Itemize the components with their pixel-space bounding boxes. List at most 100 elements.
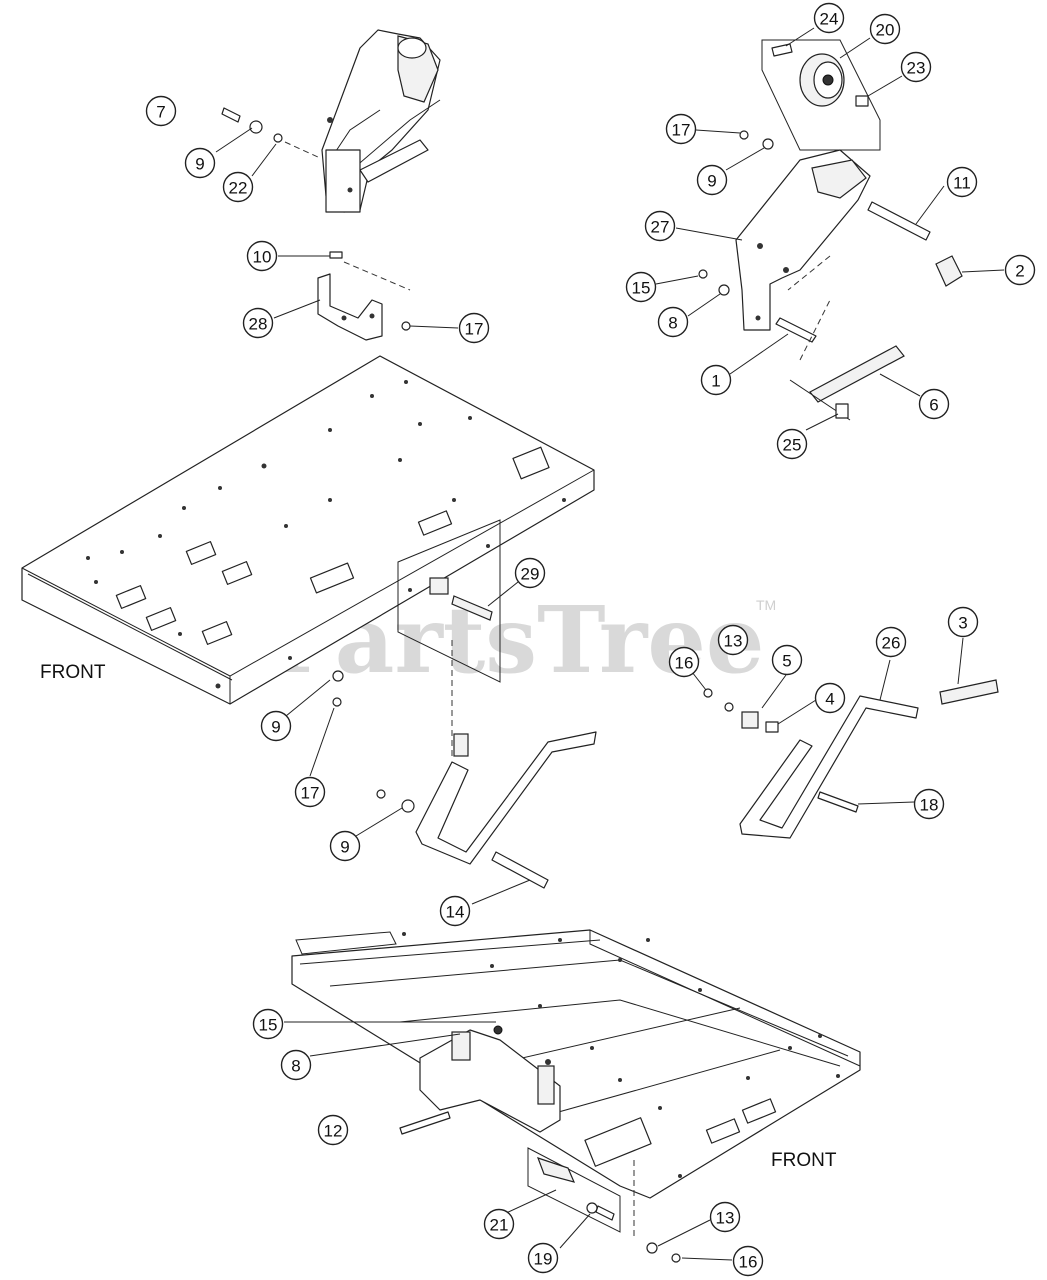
callout-2: 2: [1004, 254, 1036, 286]
callout-circle: [947, 606, 979, 638]
callout-circle: [696, 164, 728, 196]
callout-number: 1: [711, 372, 720, 391]
callout-9: 9: [184, 147, 216, 179]
callout-circle: [732, 1245, 764, 1277]
callout-23: 23: [900, 51, 932, 83]
callout-number: 23: [907, 59, 926, 78]
latch-mechanism-12: [399, 1025, 561, 1135]
callout-number: 12: [324, 1122, 343, 1141]
watermark-trademark: TM: [756, 597, 776, 613]
callout-number: 18: [920, 796, 939, 815]
callout-number: 6: [929, 396, 938, 415]
front-label-lower: FRONT: [771, 1150, 837, 1171]
callout-number: 13: [724, 632, 743, 651]
callout-17: 17: [294, 776, 326, 808]
seat-pan-upper: [21, 355, 595, 705]
callout-number: 28: [249, 315, 268, 334]
callout-20: 20: [869, 13, 901, 45]
callout-13: 13: [709, 1201, 741, 1233]
callout-8: 8: [657, 306, 689, 338]
callout-number: 9: [340, 838, 349, 857]
spring-6: [789, 345, 905, 421]
callout-26: 26: [875, 626, 907, 658]
seat-frame-lower: [291, 929, 861, 1199]
callout-24: 24: [813, 2, 845, 34]
callout-circle: [700, 364, 732, 396]
callout-4: 4: [814, 682, 846, 714]
lever-crank-14: [376, 731, 597, 889]
callout-number: 11: [953, 174, 971, 193]
front-label-upper: FRONT: [40, 662, 106, 683]
callout-3: 3: [947, 606, 979, 638]
callout-21: 21: [483, 1208, 515, 1240]
callout-29: 29: [514, 557, 546, 589]
idler-pulley-assembly: [761, 39, 881, 151]
callout-circle: [222, 171, 254, 203]
callout-circle: [260, 710, 292, 742]
lever-26-assembly: [703, 679, 999, 839]
callout-25: 25: [776, 428, 808, 460]
callout-circle: [946, 166, 978, 198]
callout-8: 8: [280, 1049, 312, 1081]
callout-14: 14: [439, 895, 471, 927]
callout-circle: [329, 830, 361, 862]
callout-number: 27: [651, 218, 670, 237]
callout-circle: [918, 388, 950, 420]
callout-number: 13: [716, 1209, 735, 1228]
callout-27: 27: [644, 210, 676, 242]
callout-circle: [252, 1008, 284, 1040]
callout-number: 21: [490, 1216, 509, 1235]
callout-circle: [294, 776, 326, 808]
callout-number: 4: [825, 690, 834, 709]
callout-9: 9: [696, 164, 728, 196]
callout-number: 19: [534, 1250, 553, 1269]
callout-circle: [709, 1201, 741, 1233]
callout-number: 9: [271, 718, 280, 737]
callout-circle: [145, 95, 177, 127]
callout-circle: [913, 788, 945, 820]
callout-1: 1: [700, 364, 732, 396]
callout-number: 2: [1015, 262, 1024, 281]
callout-number: 20: [876, 21, 895, 40]
callout-circle: [317, 1114, 349, 1146]
callout-16: 16: [668, 646, 700, 678]
callout-17: 17: [458, 312, 490, 344]
callout-circle: [483, 1208, 515, 1240]
callout-15: 15: [625, 271, 657, 303]
callout-number: 15: [259, 1016, 278, 1035]
callout-5: 5: [771, 644, 803, 676]
callout-circle: [246, 240, 278, 272]
callout-number: 29: [521, 565, 540, 584]
callout-number: 15: [632, 279, 651, 298]
callout-number: 17: [672, 121, 691, 140]
callout-number: 24: [820, 10, 839, 29]
spring-21-assembly: [527, 1147, 681, 1263]
callout-10: 10: [246, 240, 278, 272]
callout-circle: [458, 312, 490, 344]
leader-lines: [215, 27, 1005, 1261]
callout-circle: [242, 307, 274, 339]
callout-number: 7: [156, 103, 165, 122]
callout-12: 12: [317, 1114, 349, 1146]
callout-number: 17: [301, 784, 320, 803]
callout-circle: [771, 644, 803, 676]
callout-28: 28: [242, 307, 274, 339]
callout-circle: [439, 895, 471, 927]
callout-circle: [875, 626, 907, 658]
callout-circle: [776, 428, 808, 460]
callout-number: 16: [739, 1253, 758, 1272]
callout-circle: [665, 113, 697, 145]
callout-circle: [813, 2, 845, 34]
callout-number: 8: [291, 1057, 300, 1076]
callout-number: 5: [782, 652, 791, 671]
callout-circle: [625, 271, 657, 303]
callout-number: 9: [195, 155, 204, 174]
callout-number: 10: [253, 248, 272, 267]
callout-number: 25: [783, 436, 802, 455]
callout-11: 11: [946, 166, 978, 198]
callout-number: 26: [882, 634, 901, 653]
callout-circle: [514, 557, 546, 589]
callout-17: 17: [665, 113, 697, 145]
